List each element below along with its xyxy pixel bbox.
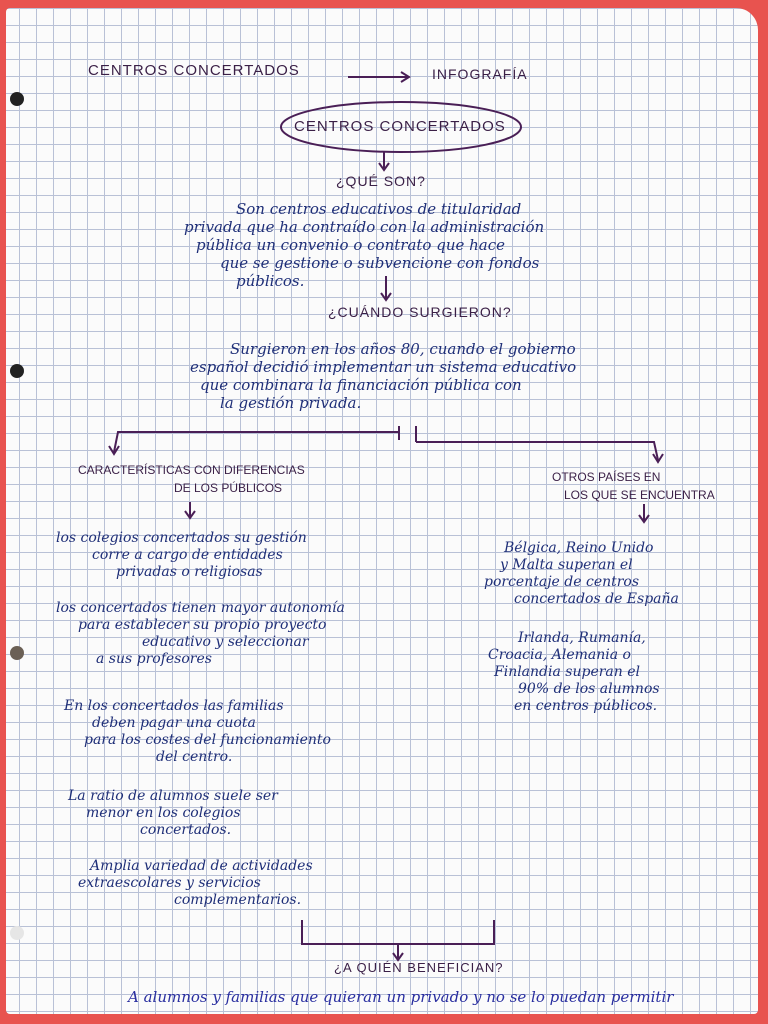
bottom-bracket bbox=[301, 920, 495, 945]
text-line: los colegios concertados su gestión bbox=[56, 530, 307, 546]
branch-right bbox=[416, 441, 659, 461]
header-left: CENTROS CONCERTADOS bbox=[88, 62, 300, 79]
text-line: porcentaje de centros bbox=[484, 574, 640, 590]
text-line: Irlanda, Rumanía, bbox=[518, 630, 646, 646]
text-line: educativo y seleccionar bbox=[142, 634, 309, 650]
text-line: para los costes del funcionamiento bbox=[84, 732, 331, 748]
text-line: Bélgica, Reino Unido bbox=[504, 540, 654, 556]
text-line: concertados. bbox=[140, 822, 232, 838]
heading-otros-paises-2: LOS QUE SE ENCUENTRA bbox=[564, 488, 715, 502]
binder-hole bbox=[10, 926, 24, 940]
list-item: Amplia variedad de actividades extraesco… bbox=[78, 858, 313, 909]
text-line: Surgieron en los años 80, cuando el gobi… bbox=[230, 340, 576, 358]
text-line: Amplia variedad de actividades bbox=[90, 858, 313, 874]
text-line: español decidió implementar un sistema e… bbox=[190, 358, 577, 376]
heading-otros-paises-1: OTROS PAÍSES EN bbox=[552, 470, 661, 484]
text-line: y Malta superan el bbox=[500, 557, 633, 573]
list-item: los colegios concertados su gestión corr… bbox=[56, 530, 307, 581]
text-line: concertados de España bbox=[514, 591, 679, 607]
binder-hole bbox=[10, 364, 24, 378]
header-right: INFOGRAFÍA bbox=[432, 66, 528, 82]
text-line: que combinara la financiación pública co… bbox=[200, 376, 522, 394]
beneficia-text: A alumnos y familias que quieran un priv… bbox=[128, 988, 674, 1006]
text-line: Finlandia superan el bbox=[494, 664, 641, 680]
heading-caracteristicas-1: CARACTERÍSTICAS CON DIFERENCIAS bbox=[78, 463, 305, 477]
list-item: los concertados tienen mayor autonomía p… bbox=[56, 600, 345, 668]
text-line: los concertados tienen mayor autonomía bbox=[56, 600, 345, 616]
binder-hole bbox=[10, 92, 24, 106]
text-line: públicos. bbox=[236, 272, 305, 290]
que-son-text: Son centros educativos de titularidad pr… bbox=[184, 200, 684, 290]
header-arrow-head bbox=[400, 71, 411, 83]
branch-left bbox=[113, 431, 399, 453]
cuando-text: Surgieron en los años 80, cuando el gobi… bbox=[190, 340, 710, 412]
text-line: para establecer su propio proyecto bbox=[78, 617, 327, 633]
text-line: privada que ha contraído con la administ… bbox=[184, 218, 545, 236]
list-item: Bélgica, Reino Unido y Malta superan el … bbox=[484, 540, 679, 608]
text-line: extraescolares y servicios bbox=[78, 875, 261, 891]
text-line: Son centros educativos de titularidad bbox=[236, 200, 522, 218]
list-item: Irlanda, Rumanía, Croacia, Alemania o Fi… bbox=[484, 630, 660, 715]
text-line: Croacia, Alemania o bbox=[488, 647, 631, 663]
text-line: que se gestione o subvencione con fondos bbox=[220, 254, 540, 272]
title-ellipse bbox=[280, 101, 522, 153]
heading-caracteristicas-2: DE LOS PÚBLICOS bbox=[174, 481, 283, 495]
heading-que-son: ¿QUÉ SON? bbox=[336, 173, 426, 189]
text-line: En los concertados las familias bbox=[64, 698, 284, 714]
text-line: complementarios. bbox=[174, 892, 302, 908]
notebook-page: CENTROS CONCERTADOS INFOGRAFÍA CENTROS C… bbox=[6, 8, 758, 1014]
text-line: deben pagar una cuota bbox=[92, 715, 256, 731]
text-line: corre a cargo de entidades bbox=[92, 547, 283, 563]
page-title: CENTROS CONCERTADOS bbox=[294, 118, 506, 135]
text-line: privadas o religiosas bbox=[116, 564, 263, 580]
text-line: del centro. bbox=[156, 749, 233, 765]
heading-beneficia: ¿A QUIÉN BENEFICIAN? bbox=[334, 960, 504, 975]
text-line: en centros públicos. bbox=[514, 698, 658, 714]
binder-hole bbox=[10, 646, 24, 660]
list-item: En los concertados las familias deben pa… bbox=[64, 698, 331, 766]
list-item: La ratio de alumnos suele ser menor en l… bbox=[68, 788, 278, 839]
text-line: pública un convenio o contrato que hace bbox=[196, 236, 506, 254]
text-line: a sus profesores bbox=[96, 651, 212, 667]
text-line: La ratio de alumnos suele ser bbox=[68, 788, 278, 804]
text-line: menor en los colegios bbox=[86, 805, 241, 821]
text-line: la gestión privada. bbox=[220, 394, 362, 412]
heading-cuando: ¿CUÁNDO SURGIERON? bbox=[328, 304, 512, 320]
diagram-connectors bbox=[108, 71, 664, 962]
text-line: 90% de los alumnos bbox=[518, 681, 660, 697]
